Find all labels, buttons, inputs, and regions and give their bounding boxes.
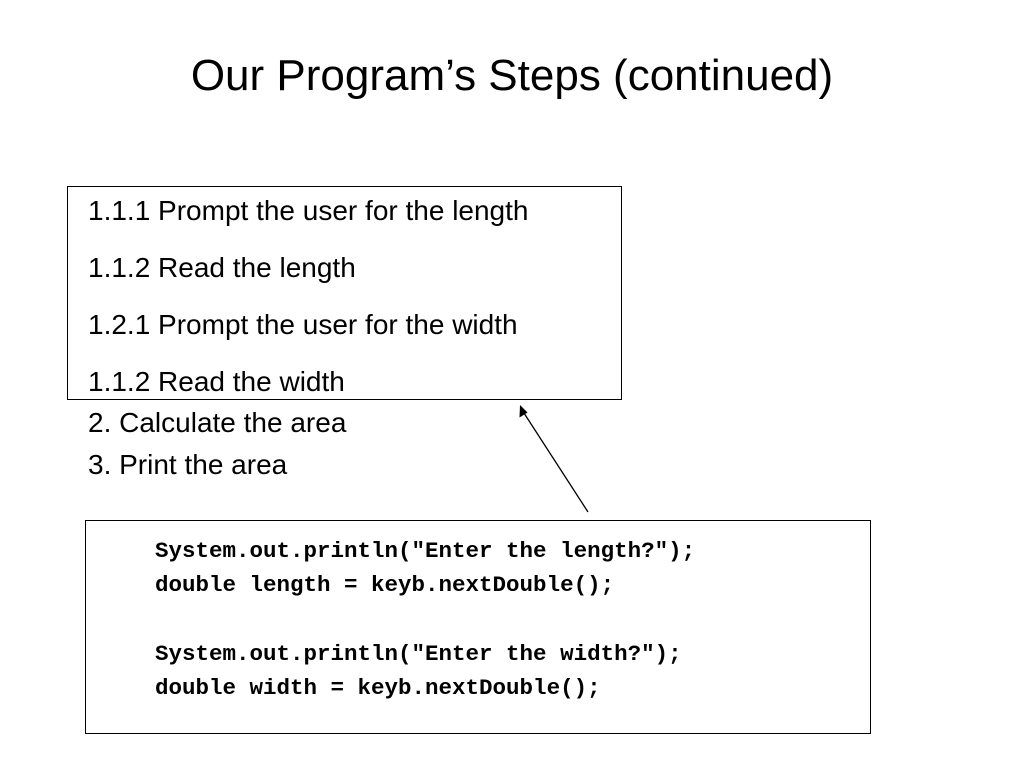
- code-box: [85, 520, 871, 734]
- slide-title: Our Program’s Steps (continued): [190, 51, 834, 100]
- callout-arrow-head: [519, 405, 528, 418]
- callout-arrow-shaft: [521, 409, 589, 513]
- step-item: 1.1.1 Prompt the user for the length: [88, 195, 529, 226]
- step-item: 1.1.2 Read the width: [88, 366, 345, 397]
- code-line: double width = keyb.nextDouble();: [155, 675, 601, 701]
- step-item: 2. Calculate the area: [88, 407, 347, 438]
- steps-highlight-box: [67, 186, 622, 400]
- code-line: double length = keyb.nextDouble();: [155, 572, 615, 598]
- step-item: 1.2.1 Prompt the user for the width: [88, 309, 518, 340]
- step-item: 1.1.2 Read the length: [88, 252, 356, 283]
- code-line: System.out.println("Enter the width?");: [155, 641, 682, 667]
- code-line: System.out.println("Enter the length?");: [155, 538, 696, 564]
- step-item: 3. Print the area: [88, 449, 288, 480]
